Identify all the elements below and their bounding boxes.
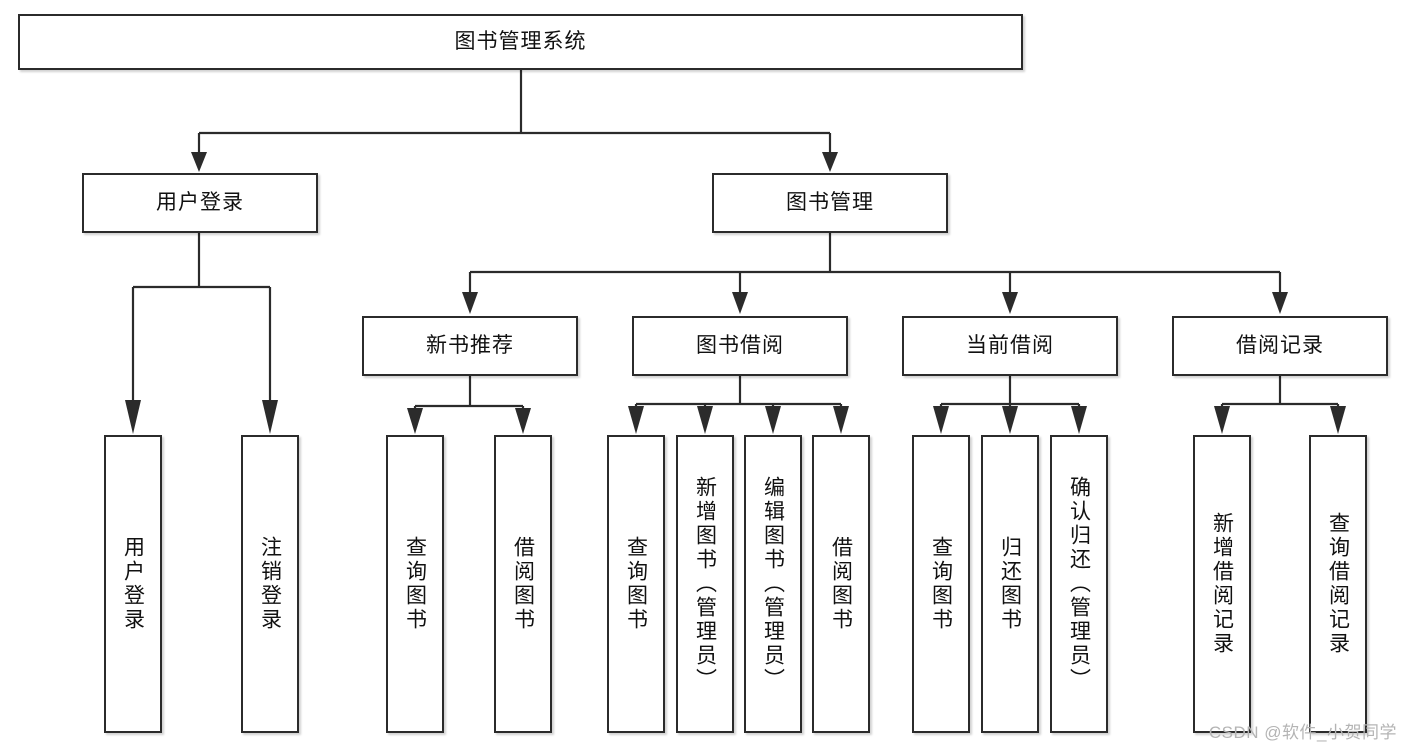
node-current-borrow[interactable]: 当前借阅	[902, 316, 1118, 376]
arrowhead-leaf-user-login	[125, 400, 141, 434]
arrowhead-newbook	[462, 292, 478, 314]
node-leaf-add-record-label: 新增借阅记录	[1210, 512, 1234, 656]
node-leaf-query-record[interactable]: 查询借阅记录	[1309, 435, 1367, 733]
node-root[interactable]: 图书管理系统	[18, 14, 1023, 70]
node-leaf-borrow-book-b-label: 借阅图书	[829, 536, 853, 632]
node-leaf-user-login-label: 用户登录	[121, 536, 145, 632]
node-leaf-query-book-c[interactable]: 查询图书	[912, 435, 970, 733]
node-book-borrow[interactable]: 图书借阅	[632, 316, 848, 376]
node-new-book-rec-label: 新书推荐	[426, 334, 514, 358]
arrowhead-borrowrecord	[1272, 292, 1288, 314]
node-leaf-user-login[interactable]: 用户登录	[104, 435, 162, 733]
node-leaf-query-book-c-label: 查询图书	[929, 536, 953, 632]
arrowhead-edit-book	[765, 406, 781, 434]
node-leaf-query-record-label: 查询借阅记录	[1326, 512, 1350, 656]
arrowhead-borrow-book-a	[515, 408, 531, 434]
arrowhead-bookmanage	[822, 152, 838, 172]
arrowhead-userlogin	[191, 152, 207, 172]
node-leaf-borrow-book-b[interactable]: 借阅图书	[812, 435, 870, 733]
node-leaf-return-book[interactable]: 归还图书	[981, 435, 1039, 733]
node-current-borrow-label: 当前借阅	[966, 334, 1054, 358]
node-leaf-logout[interactable]: 注销登录	[241, 435, 299, 733]
arrowhead-add-book	[697, 406, 713, 434]
node-leaf-confirm-return-label: 确认归还（管理员）	[1067, 476, 1091, 692]
arrowhead-query-book-b	[628, 406, 644, 434]
arrowhead-query-book-a	[407, 408, 423, 434]
node-user-login[interactable]: 用户登录	[82, 173, 318, 233]
node-leaf-edit-book[interactable]: 编辑图书（管理员）	[744, 435, 802, 733]
arrowhead-add-record	[1214, 406, 1230, 434]
node-leaf-add-book-label: 新增图书（管理员）	[693, 476, 717, 692]
watermark: CSDN @软件_小贺同学	[1208, 723, 1397, 742]
node-leaf-query-book-b-label: 查询图书	[624, 536, 648, 632]
node-leaf-logout-label: 注销登录	[258, 536, 282, 632]
arrowhead-leaf-logout	[262, 400, 278, 434]
node-leaf-add-record[interactable]: 新增借阅记录	[1193, 435, 1251, 733]
arrowhead-query-record	[1330, 406, 1346, 434]
node-leaf-confirm-return[interactable]: 确认归还（管理员）	[1050, 435, 1108, 733]
node-leaf-query-book-a-label: 查询图书	[403, 536, 427, 632]
node-leaf-add-book[interactable]: 新增图书（管理员）	[676, 435, 734, 733]
node-leaf-edit-book-label: 编辑图书（管理员）	[761, 476, 785, 692]
arrowhead-bookborrow	[732, 292, 748, 314]
node-root-label: 图书管理系统	[454, 30, 587, 54]
node-leaf-query-book-b[interactable]: 查询图书	[607, 435, 665, 733]
arrowhead-return-book	[1002, 406, 1018, 434]
arrowhead-borrow-book-b	[833, 406, 849, 434]
arrowhead-query-book-c	[933, 406, 949, 434]
arrowhead-currentborrow	[1002, 292, 1018, 314]
arrowhead-confirm-return	[1071, 406, 1087, 434]
node-borrow-record-label: 借阅记录	[1236, 334, 1324, 358]
node-leaf-borrow-book-a[interactable]: 借阅图书	[494, 435, 552, 733]
node-leaf-return-book-label: 归还图书	[998, 536, 1022, 632]
node-user-login-label: 用户登录	[156, 191, 244, 215]
node-book-manage[interactable]: 图书管理	[712, 173, 948, 233]
node-leaf-query-book-a[interactable]: 查询图书	[386, 435, 444, 733]
node-book-borrow-label: 图书借阅	[696, 334, 784, 358]
node-leaf-borrow-book-a-label: 借阅图书	[511, 536, 535, 632]
node-new-book-rec[interactable]: 新书推荐	[362, 316, 578, 376]
node-book-manage-label: 图书管理	[786, 191, 874, 215]
node-borrow-record[interactable]: 借阅记录	[1172, 316, 1388, 376]
